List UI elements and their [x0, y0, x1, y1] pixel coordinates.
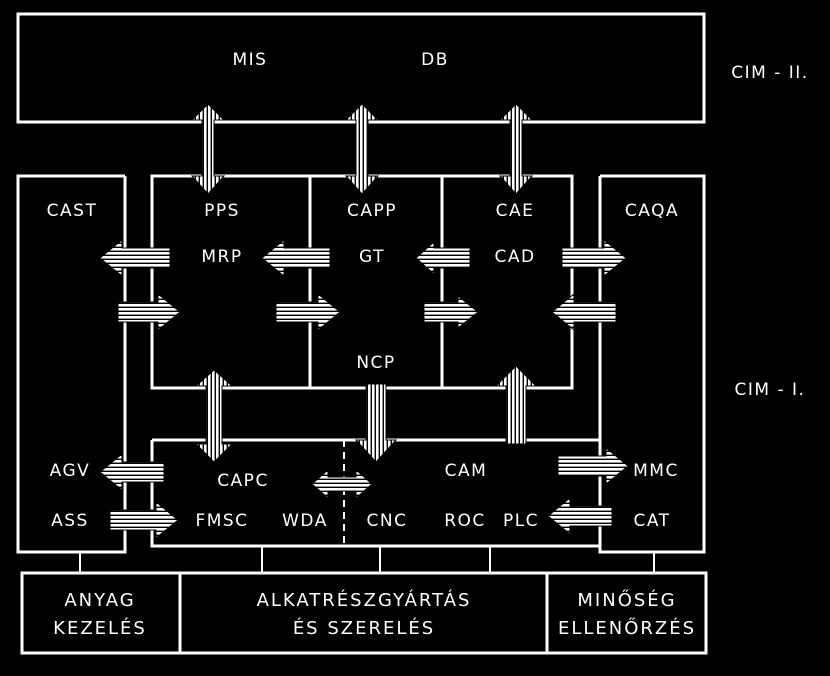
wda-label: WDA	[282, 511, 328, 531]
cast-label: CAST	[47, 201, 98, 221]
cast-box: CAST AGV ASS	[16, 174, 127, 554]
gt-label: GT	[359, 247, 385, 267]
left-arrow-mrp	[261, 238, 331, 278]
ncp-label: NCP	[356, 353, 395, 373]
right-arrow-mmc	[557, 446, 629, 486]
pps-label: PPS	[204, 201, 240, 221]
caqa-label: CAQA	[625, 201, 679, 221]
double-arrow-wda	[311, 468, 373, 500]
cae-label: CAE	[496, 201, 535, 221]
cim-i-label: CIM - I.	[735, 380, 806, 400]
ellenorzes-label: ELLENŐRZÉS	[558, 617, 696, 639]
left-arrow-gt	[415, 240, 471, 276]
cam-label: CAM	[445, 461, 488, 481]
caqa-box: CAQA MMC CAT	[598, 174, 706, 554]
mmc-label: MMC	[633, 461, 679, 481]
horizontal-arrows	[99, 238, 629, 540]
bottom-boxes: ANYAG KEZELÉS ALKATRÉSZGYÁRTÁS ÉS SZEREL…	[20, 571, 708, 655]
down-arrow-ncp	[354, 383, 398, 463]
cae-box: CAE CAD	[440, 174, 574, 390]
vertical-arrows	[190, 103, 538, 463]
mrp-label: MRP	[201, 247, 242, 267]
left-arrow-caqa	[551, 292, 617, 332]
pps-box: PPS MRP	[150, 174, 312, 390]
capp-box: CAPP GT NCP	[308, 174, 444, 390]
cad-label: CAD	[494, 247, 535, 267]
szereles-label: ÉS SZERELÉS	[293, 617, 435, 639]
minoseg-label: MINŐSÉG	[577, 589, 676, 611]
right-arrow-cast	[117, 292, 181, 332]
left-arrow-cast	[99, 238, 171, 278]
ass-label: ASS	[51, 511, 89, 531]
right-arrow-cad	[423, 294, 479, 330]
right-arrow-gt	[275, 292, 341, 332]
kezeles-label: KEZELÉS	[53, 617, 147, 639]
connector-lines	[79, 546, 655, 572]
capc-label: CAPC	[217, 471, 269, 491]
roc-label: ROC	[444, 511, 486, 531]
capc-cam-box: CAPC FMSC WDA CAM CNC ROC PLC	[150, 438, 602, 548]
double-arrow-capp	[344, 103, 380, 195]
right-arrow-ass	[109, 500, 179, 540]
fmsc-label: FMSC	[195, 511, 248, 531]
right-arrow-caqa	[561, 238, 627, 278]
double-arrow-cae	[498, 103, 534, 195]
cim-ii-label: CIM - II.	[731, 63, 808, 83]
capp-label: CAPP	[347, 201, 397, 221]
plc-label: PLC	[503, 511, 539, 531]
mis-label: MIS	[233, 50, 268, 70]
alkatresz-label: ALKATRÉSZGYÁRTÁS	[257, 589, 472, 611]
left-arrow-cat	[547, 496, 613, 536]
double-arrow-pps	[190, 103, 226, 195]
db-label: DB	[421, 50, 449, 70]
up-arrow-cam	[494, 365, 538, 445]
cat-label: CAT	[633, 511, 670, 531]
anyag-label: ANYAG	[64, 590, 135, 611]
left-arrow-agv	[99, 452, 165, 492]
agv-label: AGV	[50, 461, 91, 481]
double-arrow-capc	[194, 369, 234, 463]
cnc-label: CNC	[367, 511, 408, 531]
